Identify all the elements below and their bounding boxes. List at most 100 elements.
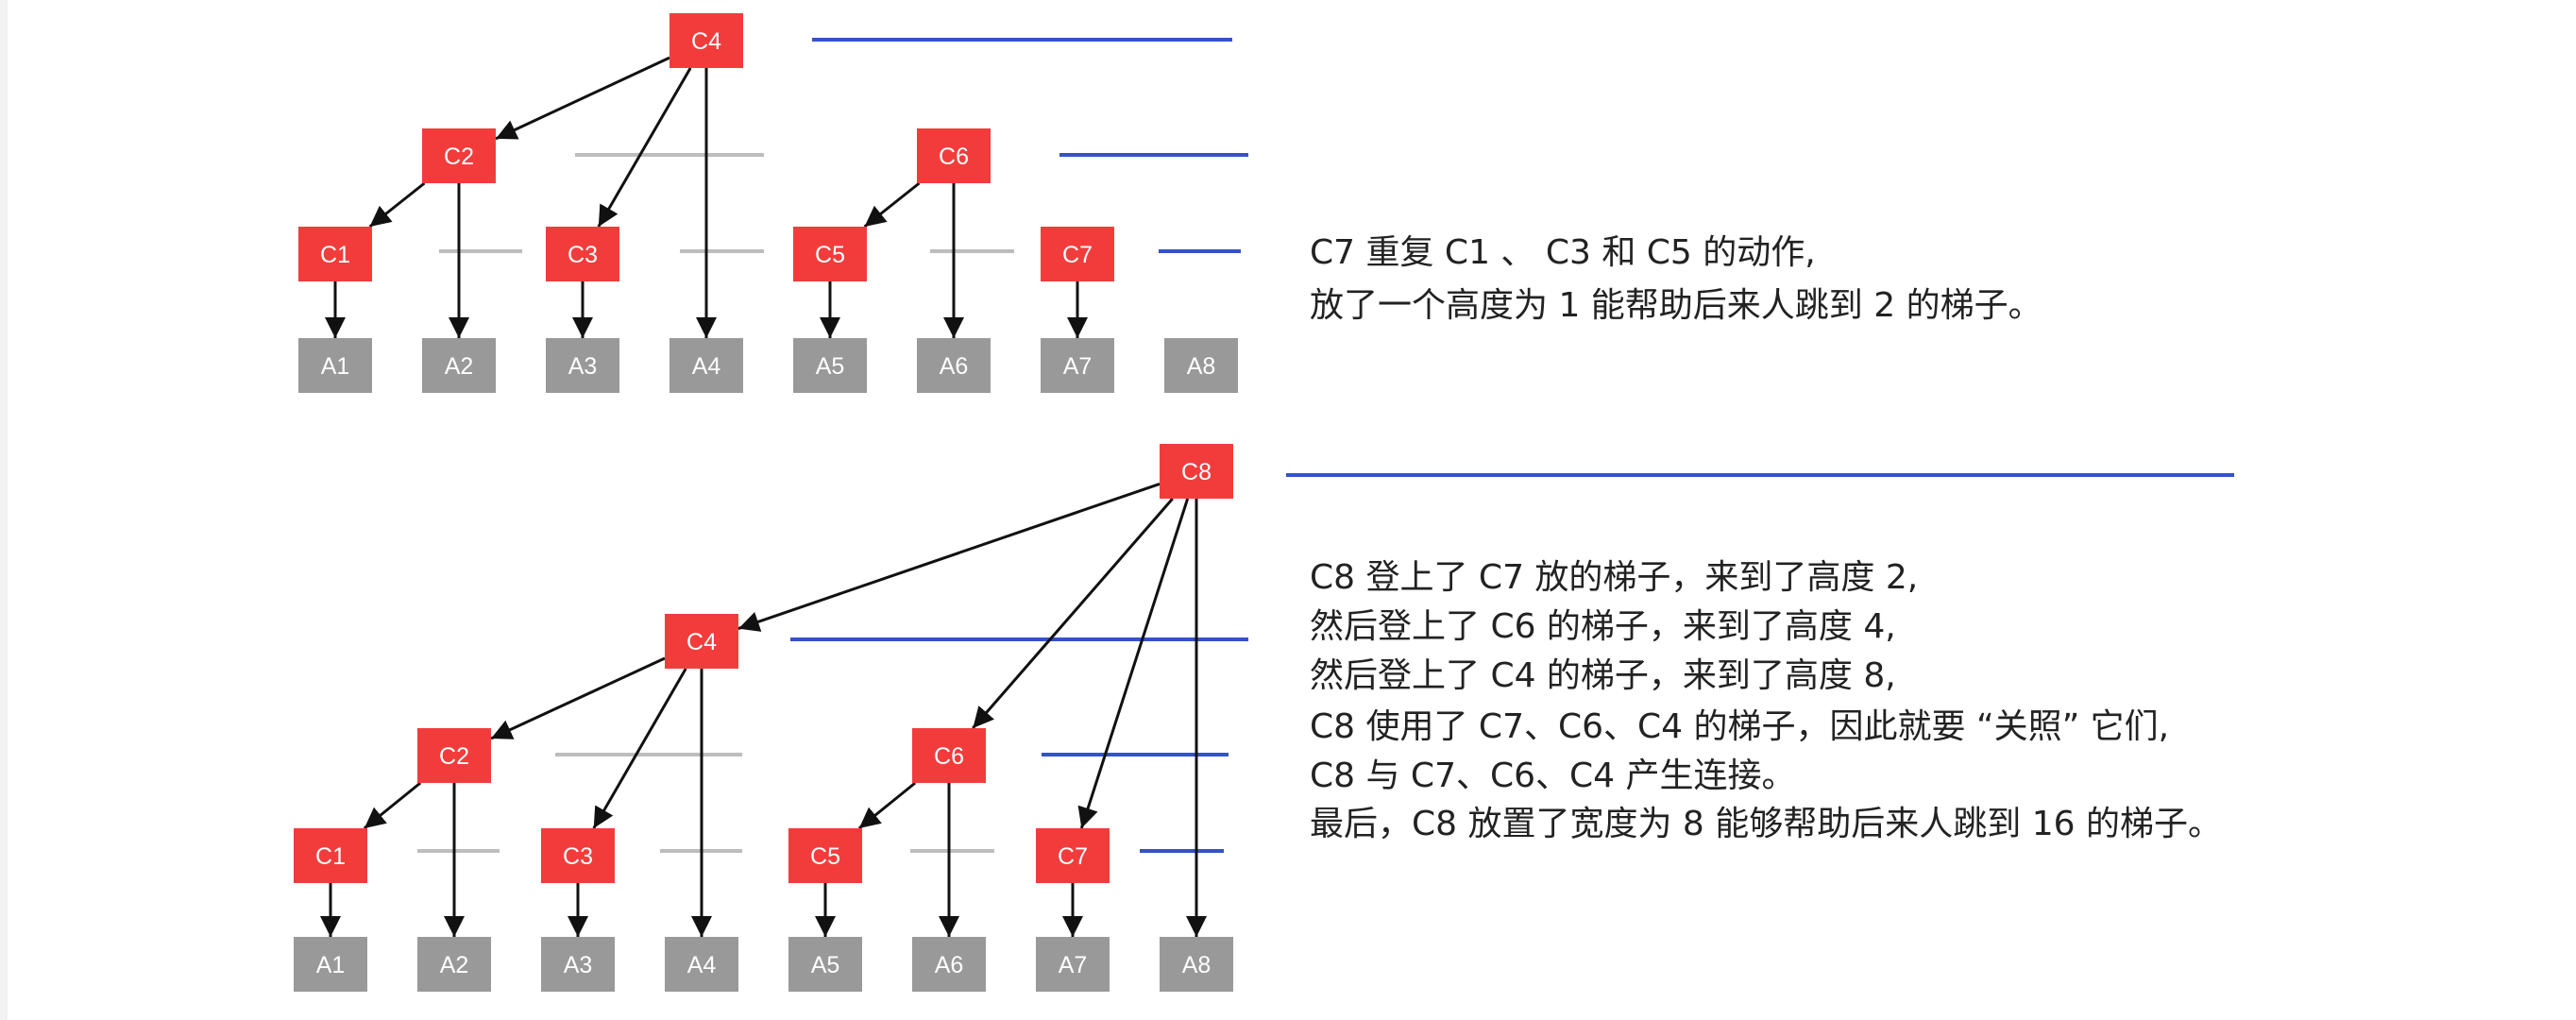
node-box: [541, 828, 615, 883]
node-a7: A7: [1041, 338, 1114, 393]
note-bottom-line-2: 然后登上了 C6 的梯子，来到了高度 4,: [1310, 607, 1896, 646]
note-bottom-line-6: 最后，C8 放置了宽度为 8 能够帮助后来人跳到 16 的梯子。: [1310, 805, 2222, 843]
node-label: A6: [940, 353, 969, 380]
node-label: A3: [568, 353, 598, 380]
edge-c4-to-c3: [592, 668, 687, 829]
node-box: [298, 338, 372, 393]
edge-c4-to-c2: [490, 656, 666, 740]
note-bottom-line-4: C8 使用了 C7、C6、C4 的梯子，因此就要 “关照” 它们,: [1310, 707, 2170, 746]
node-label: C2: [444, 144, 474, 170]
node-c2: C2: [417, 728, 491, 783]
node-c3: C3: [546, 227, 619, 281]
node-label: A4: [692, 353, 721, 380]
edge-c8-to-c4: [737, 482, 1161, 632]
note-bottom-line-1: C8 登上了 C7 放的梯子，来到了高度 2,: [1310, 558, 1919, 597]
node-box: [917, 338, 991, 393]
node-label: C1: [315, 843, 346, 870]
node-c6: C6: [917, 128, 991, 183]
edge-c8-to-c7: [1077, 498, 1190, 829]
node-box: [788, 937, 862, 992]
node-a1: A1: [298, 338, 372, 393]
node-box: [417, 937, 491, 992]
node-label: C2: [439, 743, 469, 770]
node-label: A5: [811, 952, 840, 978]
node-a5: A5: [788, 937, 862, 992]
node-c8: C8: [1160, 444, 1233, 499]
node-label: C5: [815, 242, 845, 268]
node-a3: A3: [541, 937, 615, 992]
node-label: C4: [686, 629, 717, 655]
node-label: C4: [691, 28, 721, 55]
note-bottom-line-3: 然后登上了 C4 的梯子，来到了高度 8,: [1310, 656, 1896, 695]
node-box: [1164, 338, 1238, 393]
node-c5: C5: [793, 227, 867, 281]
node-box: [294, 937, 367, 992]
node-label: A8: [1182, 952, 1212, 978]
node-box: [669, 338, 743, 393]
node-label: C6: [934, 743, 964, 770]
node-label: A2: [440, 952, 469, 978]
node-label: A2: [445, 353, 474, 380]
note-top-line-2: 放了一个高度为 1 能帮助后来人跳到 2 的梯子。: [1310, 286, 2042, 325]
node-a4: A4: [665, 937, 738, 992]
node-box: [546, 338, 619, 393]
node-label: C6: [939, 144, 969, 170]
node-label: A6: [935, 952, 964, 978]
node-box: [793, 338, 867, 393]
note-bottom-line-5: C8 与 C7、C6、C4 产生连接。: [1310, 756, 1796, 795]
node-box: [546, 227, 619, 281]
node-c4: C4: [665, 614, 738, 669]
node-box: [1041, 338, 1114, 393]
edge-c4-to-c3: [597, 67, 692, 228]
node-a2: A2: [422, 338, 496, 393]
node-box: [1160, 444, 1233, 499]
node-label: A7: [1063, 353, 1093, 380]
node-c7: C7: [1036, 828, 1110, 883]
node-c4: C4: [669, 13, 743, 68]
node-box: [422, 338, 496, 393]
edge-c6-to-c5: [857, 781, 917, 830]
node-a8: A8: [1164, 338, 1238, 393]
node-box: [788, 828, 862, 883]
node-a3: A3: [546, 338, 619, 393]
node-a6: A6: [912, 937, 986, 992]
node-label: C3: [563, 843, 593, 870]
node-box: [541, 937, 615, 992]
node-a4: A4: [669, 338, 743, 393]
node-box: [1036, 828, 1110, 883]
node-label: A3: [564, 952, 593, 978]
node-c3: C3: [541, 828, 615, 883]
node-c1: C1: [298, 227, 372, 281]
node-a6: A6: [917, 338, 991, 393]
node-label: C7: [1062, 242, 1093, 268]
node-label: C7: [1058, 843, 1088, 870]
node-c1: C1: [294, 828, 367, 883]
edge-c6-to-c5: [863, 181, 921, 229]
node-c2: C2: [422, 128, 496, 183]
edge-c2-to-c1: [368, 181, 426, 229]
node-a7: A7: [1036, 937, 1110, 992]
node-box: [1036, 937, 1110, 992]
node-label: A7: [1059, 952, 1088, 978]
node-c5: C5: [788, 828, 862, 883]
node-box: [294, 828, 367, 883]
node-box: [912, 937, 986, 992]
edge-c4-to-c2: [495, 56, 670, 141]
node-a1: A1: [294, 937, 367, 992]
node-label: A1: [316, 952, 346, 978]
node-label: A4: [687, 952, 717, 978]
note-top-line-1: C7 重复 C1 、 C3 和 C5 的动作,: [1310, 233, 1816, 272]
node-a5: A5: [793, 338, 867, 393]
node-box: [669, 13, 743, 68]
node-label: A1: [321, 353, 350, 380]
node-label: C5: [810, 843, 840, 870]
node-box: [1160, 937, 1233, 992]
node-label: A5: [816, 353, 845, 380]
node-box: [912, 728, 986, 783]
node-box: [793, 227, 867, 281]
node-box: [665, 937, 738, 992]
node-box: [417, 728, 491, 783]
